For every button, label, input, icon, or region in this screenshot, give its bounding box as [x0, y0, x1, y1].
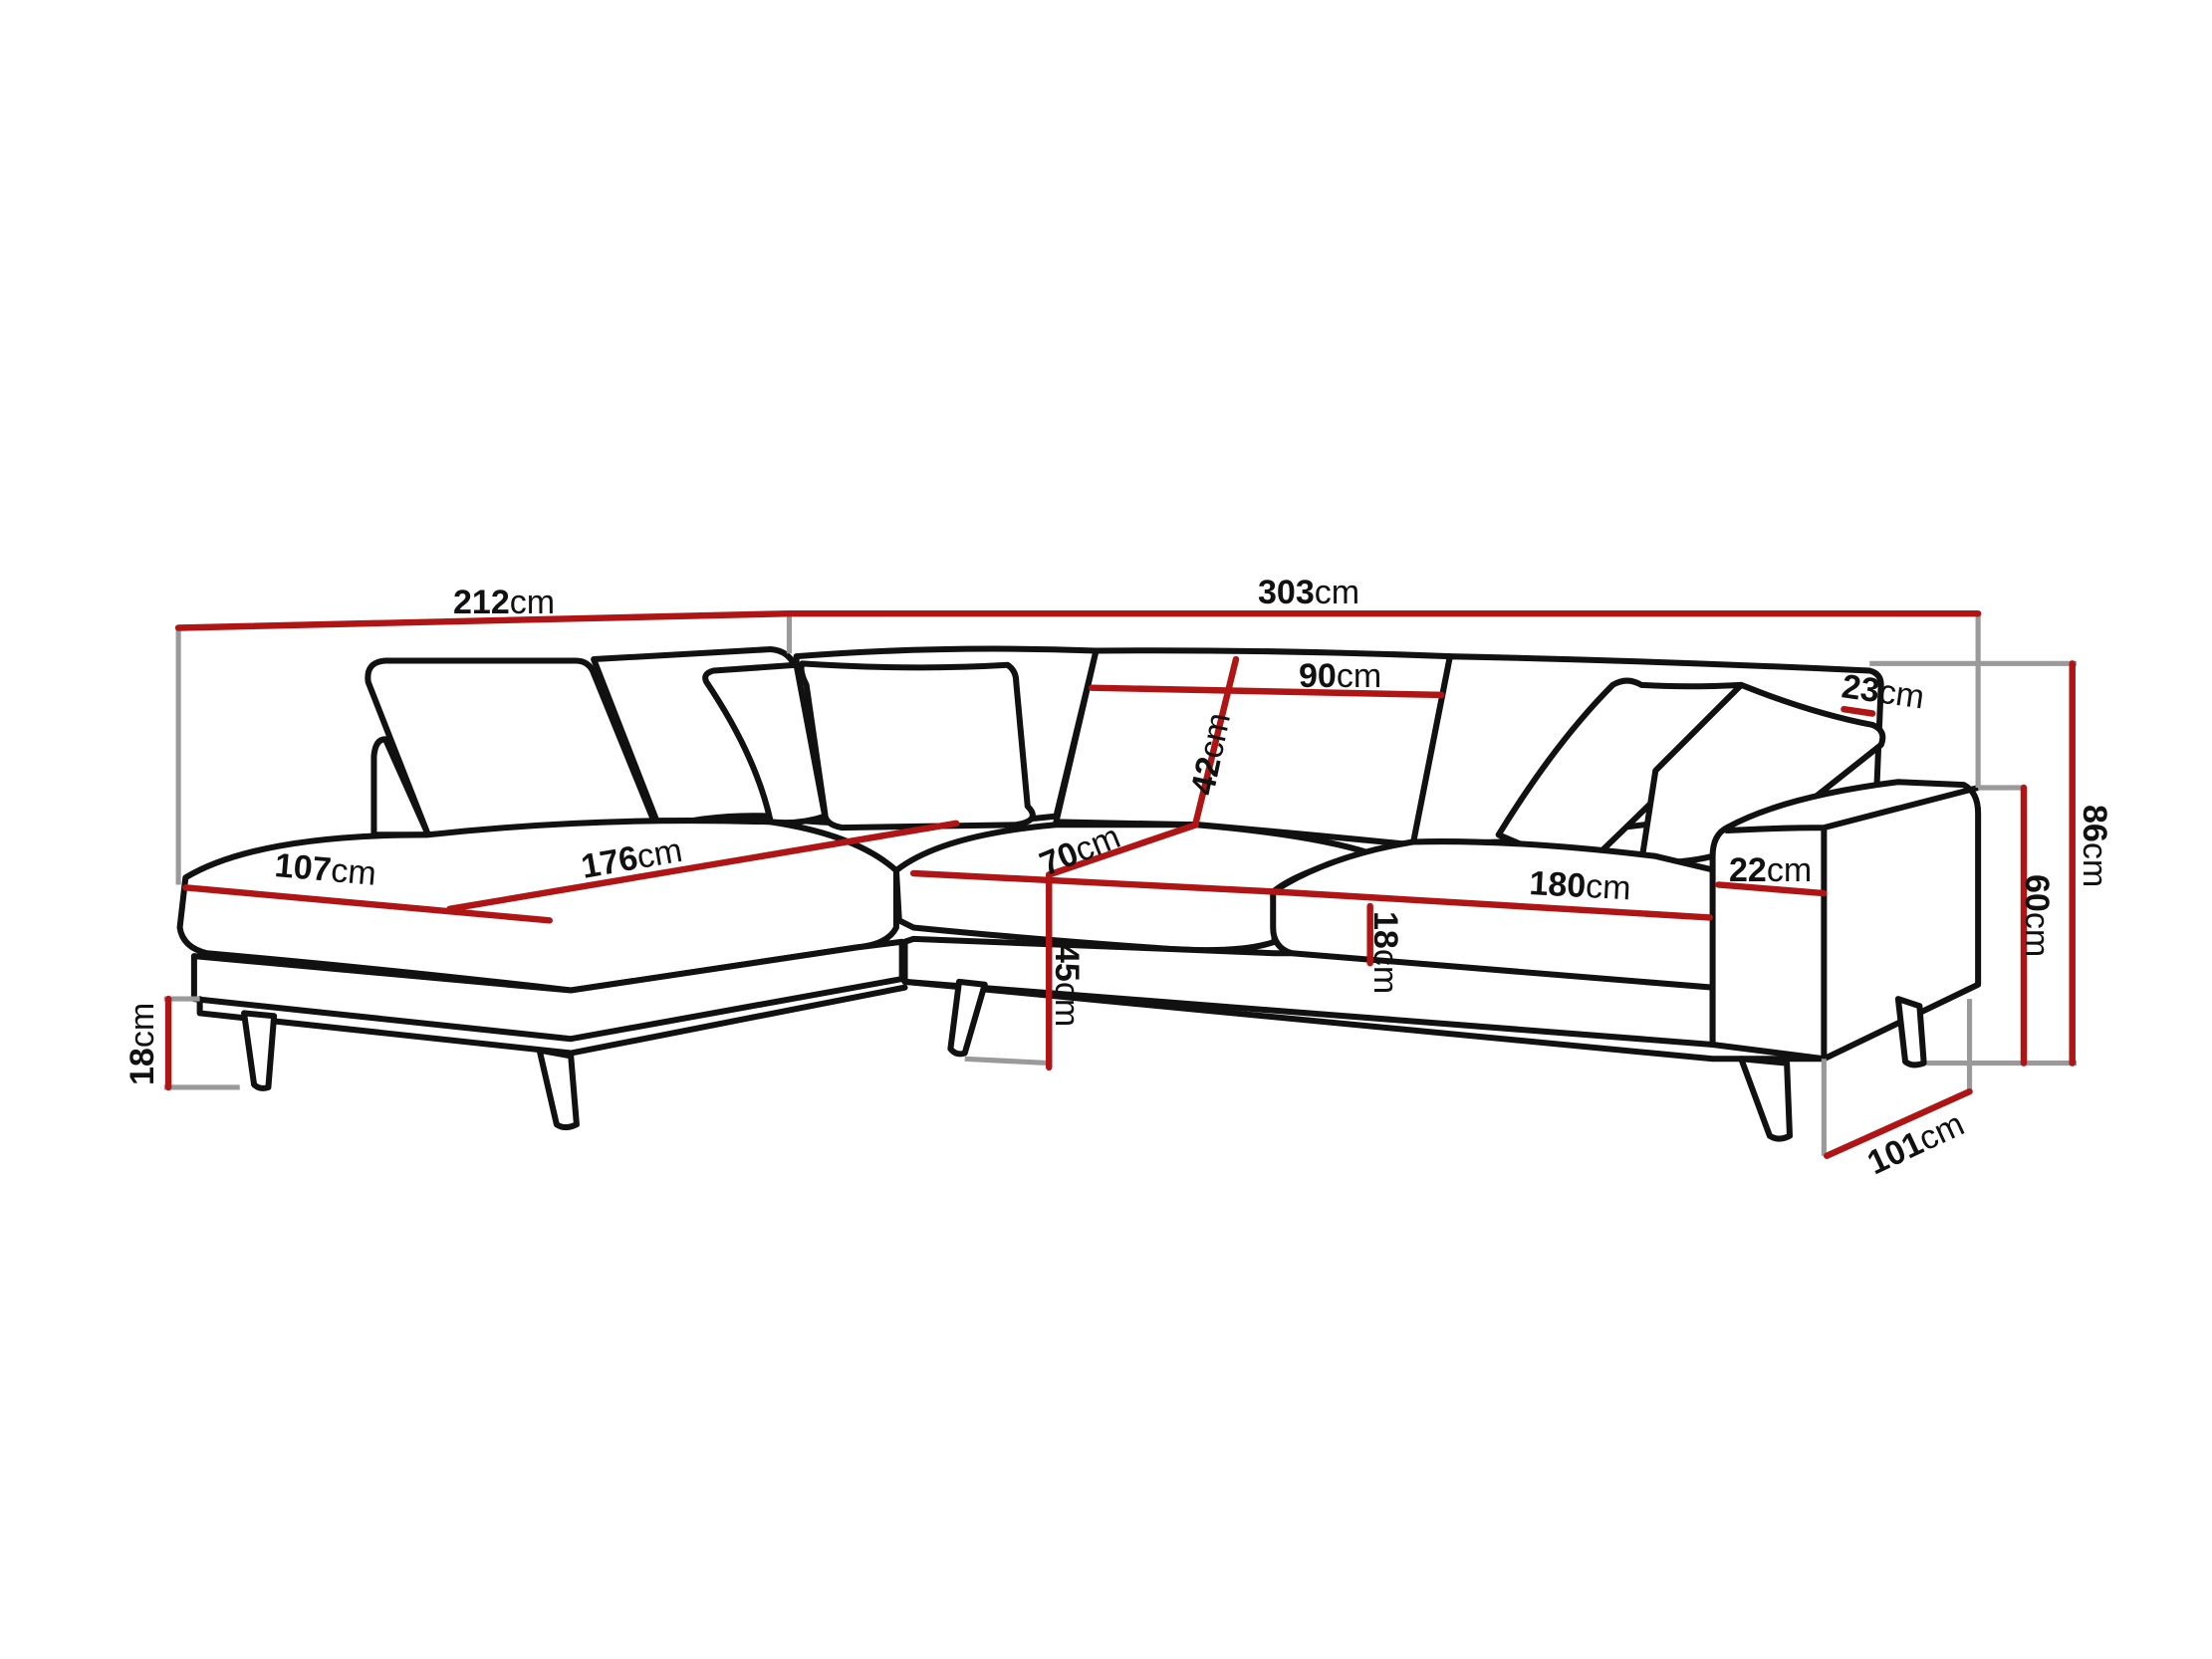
- throw-pillow-square: [798, 660, 1036, 831]
- chaise-plinth: [196, 984, 908, 1057]
- main-base: [901, 935, 1716, 1048]
- label-18cm-cushion: 18cm: [1366, 911, 1404, 994]
- leg-front-left: [241, 1010, 278, 1091]
- label-42cm: 42cm: [1184, 709, 1238, 798]
- dim-line-212: [174, 609, 793, 631]
- label-45cm: 45cm: [1048, 944, 1086, 1027]
- dim-line-23: [1841, 705, 1876, 717]
- label-18cm-leg: 18cm: [123, 1003, 161, 1085]
- leg-right-front: [1738, 1056, 1793, 1142]
- dim-line-101: [1824, 1088, 1973, 1159]
- dim-line-90: [1089, 684, 1445, 699]
- dim-line-107: [182, 884, 553, 924]
- leg-middle: [947, 978, 988, 1058]
- leg-chaise-front: [536, 1047, 580, 1131]
- label-212cm: 212cm: [453, 584, 555, 621]
- center-backrest-2: [1053, 647, 1453, 848]
- sofa-drawing: [163, 609, 2078, 1159]
- dim-line-180: [909, 869, 1713, 921]
- label-22cm: 22cm: [1729, 851, 1812, 889]
- dimension-lines: [164, 609, 2076, 1159]
- extension-lines: [163, 613, 2078, 1156]
- armrest-top-edge: [1723, 785, 1982, 1063]
- dim-line-70: [1046, 822, 1200, 878]
- label-90cm: 90cm: [1299, 657, 1381, 695]
- left-back-panel: [370, 736, 431, 838]
- label-303cm: 303cm: [1258, 574, 1359, 611]
- label-180cm: 180cm: [1529, 864, 1632, 907]
- label-107cm: 107cm: [273, 846, 377, 893]
- dim-line-22: [1715, 881, 1828, 897]
- leg-right-back: [1894, 996, 1927, 1068]
- label-23cm: 23cm: [1840, 667, 1927, 716]
- label-86cm: 86cm: [2076, 805, 2113, 887]
- dim-line-176: [446, 820, 960, 913]
- label-60cm: 60cm: [2018, 874, 2056, 957]
- main-plinth: [901, 978, 1828, 1063]
- dim-line-42: [1192, 655, 1240, 826]
